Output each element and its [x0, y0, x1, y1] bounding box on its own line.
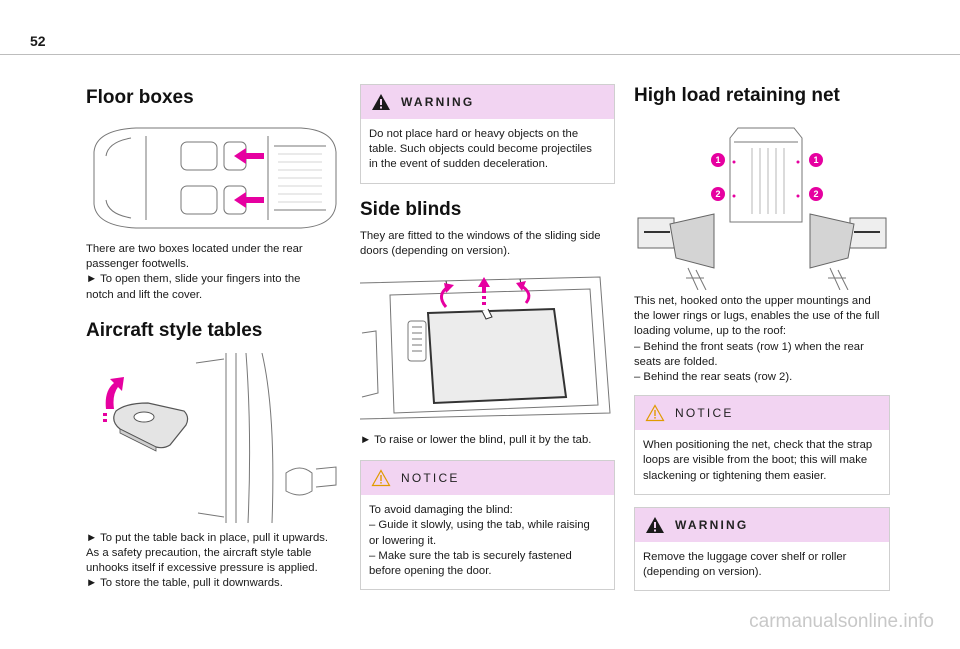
notice-heading: NOTICE — [401, 471, 460, 486]
column-1: Floor boxes — [86, 80, 341, 592]
marker-1-left: 1 — [715, 155, 720, 165]
warning-box-table: WARNING Do not place hard or heavy objec… — [360, 84, 615, 184]
warning-triangle-icon — [645, 516, 665, 534]
warning-box-text: Do not place hard or heavy objects on th… — [369, 128, 592, 171]
marker-2-left: 2 — [715, 189, 720, 199]
warning-box-header: WARNING — [635, 507, 889, 542]
aircraft-tables-title: Aircraft style tables — [86, 319, 263, 341]
warning-triangle-icon — [371, 93, 391, 111]
side-blinds-text: They are fitted to the windows of the sl… — [360, 229, 601, 257]
floor-boxes-text: There are two boxes located under the re… — [86, 243, 303, 301]
marker-2-right: 2 — [813, 189, 818, 199]
page-number: 52 — [30, 33, 46, 49]
warning-heading: WARNING — [401, 95, 475, 109]
side-blinds-title: Side blinds — [360, 198, 462, 220]
watermark: carmanualsonline.info — [749, 611, 934, 632]
notice-triangle-icon — [371, 469, 391, 487]
notice-box-header: NOTICE — [361, 461, 614, 496]
notice-box-header: NOTICE — [635, 396, 889, 431]
side-blinds-step: ► To raise or lower the blind, pull it b… — [360, 434, 592, 447]
notice-box-blind: NOTICE To avoid damaging the blind: – Gu… — [360, 460, 615, 591]
retaining-net-illustration: 1 2 1 2 — [634, 118, 890, 290]
notice-triangle-icon — [645, 404, 665, 422]
aircraft-tables-text: ► To put the table back in place, pull i… — [86, 531, 329, 590]
notice-box-text: To avoid damaging the blind: – Guide it … — [369, 504, 590, 578]
header-rule — [0, 54, 960, 55]
notice-heading: NOTICE — [675, 406, 734, 421]
notice-box-text: When positioning the net, check that the… — [643, 439, 873, 482]
marker-1-right: 1 — [813, 155, 818, 165]
warning-box-luggage: WARNING Remove the luggage cover shelf o… — [634, 506, 890, 592]
notice-box-net: NOTICE When positioning the net, check t… — [634, 395, 890, 495]
column-2: WARNING Do not place hard or heavy objec… — [360, 84, 615, 591]
aircraft-table-illustration — [86, 352, 341, 523]
warning-heading: WARNING — [675, 517, 749, 532]
retaining-net-title: High load retaining net — [634, 85, 840, 106]
warning-box-text: Remove the luggage cover shelf or roller… — [643, 550, 847, 579]
floor-boxes-illustration — [86, 122, 341, 234]
warning-box-header: WARNING — [361, 85, 614, 119]
column-3: High load retaining net 1 2 1 — [634, 84, 890, 592]
floor-boxes-title: Floor boxes — [86, 87, 194, 108]
side-blind-illustration — [360, 273, 615, 423]
retaining-net-text: This net, hooked onto the upper mounting… — [634, 295, 880, 384]
